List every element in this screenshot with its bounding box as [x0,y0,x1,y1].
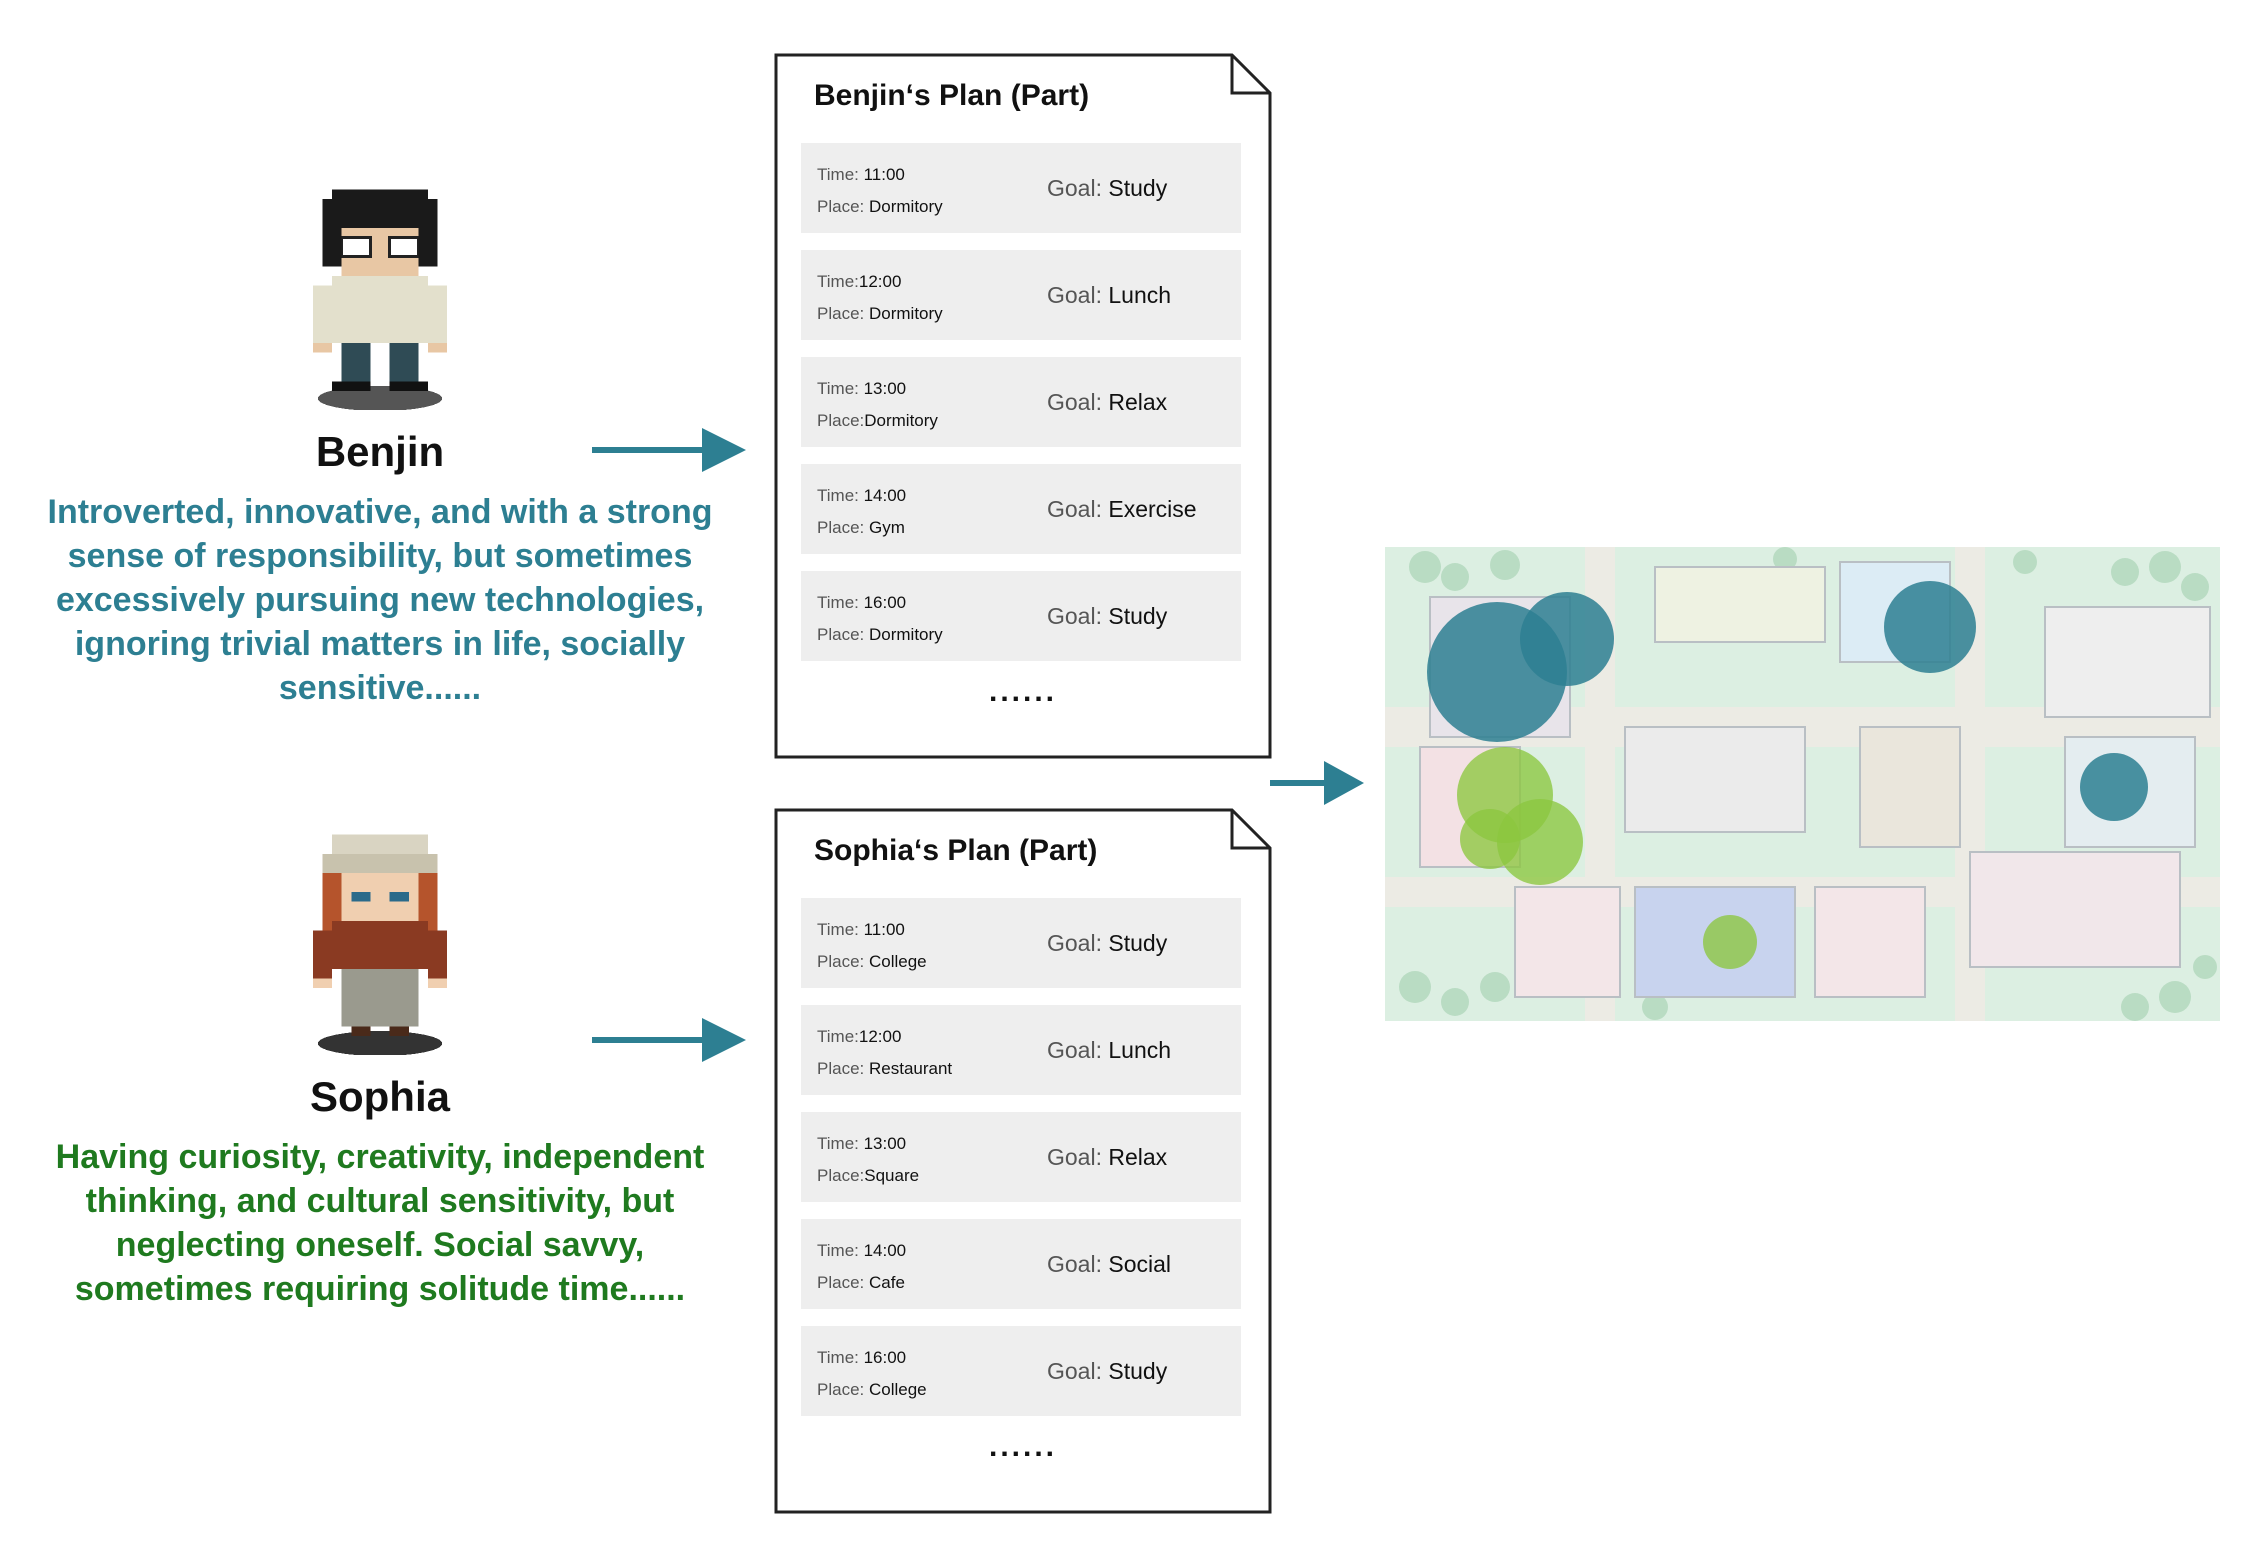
benjin-location-marker [2080,753,2148,821]
sophia-location-markers [1457,747,1757,969]
benjin-location-marker [1884,581,1976,673]
pixel-girl-with-hat-icon [312,834,448,1055]
pixel-boy-with-glasses-icon [312,189,448,410]
benjin-plan-title: Benjin‘s Plan (Part) [814,79,1090,112]
sophia-name: Sophia [309,1073,450,1120]
arrow-benjin-to-plan-icon [592,428,746,472]
sophia-plan-more: ...... [988,1430,1057,1463]
benjin-character: Benjin Introverted, innovative, and with… [40,180,720,710]
campus-map-icon [1385,547,2220,1021]
sophia-plan-title: Sophia‘s Plan (Part) [814,834,1098,867]
benjin-location-marker [1520,592,1614,686]
sophia-description: Having curiosity, creativity, independen… [55,1138,705,1308]
sophia-character: Sophia Having curiosity, creativity, ind… [40,825,720,1311]
arrow-plans-to-map-icon [1270,761,1364,805]
sophia-location-marker [1703,915,1757,969]
sophia-location-marker [1460,809,1520,869]
benjin-location-markers [1427,581,2148,821]
benjin-description: Introverted, innovative, and with a stro… [47,493,713,707]
arrow-sophia-to-plan-icon [592,1018,746,1062]
benjin-name: Benjin [315,428,445,475]
benjin-plan-more: ...... [988,675,1057,708]
sophia-location-marker [1497,799,1583,885]
